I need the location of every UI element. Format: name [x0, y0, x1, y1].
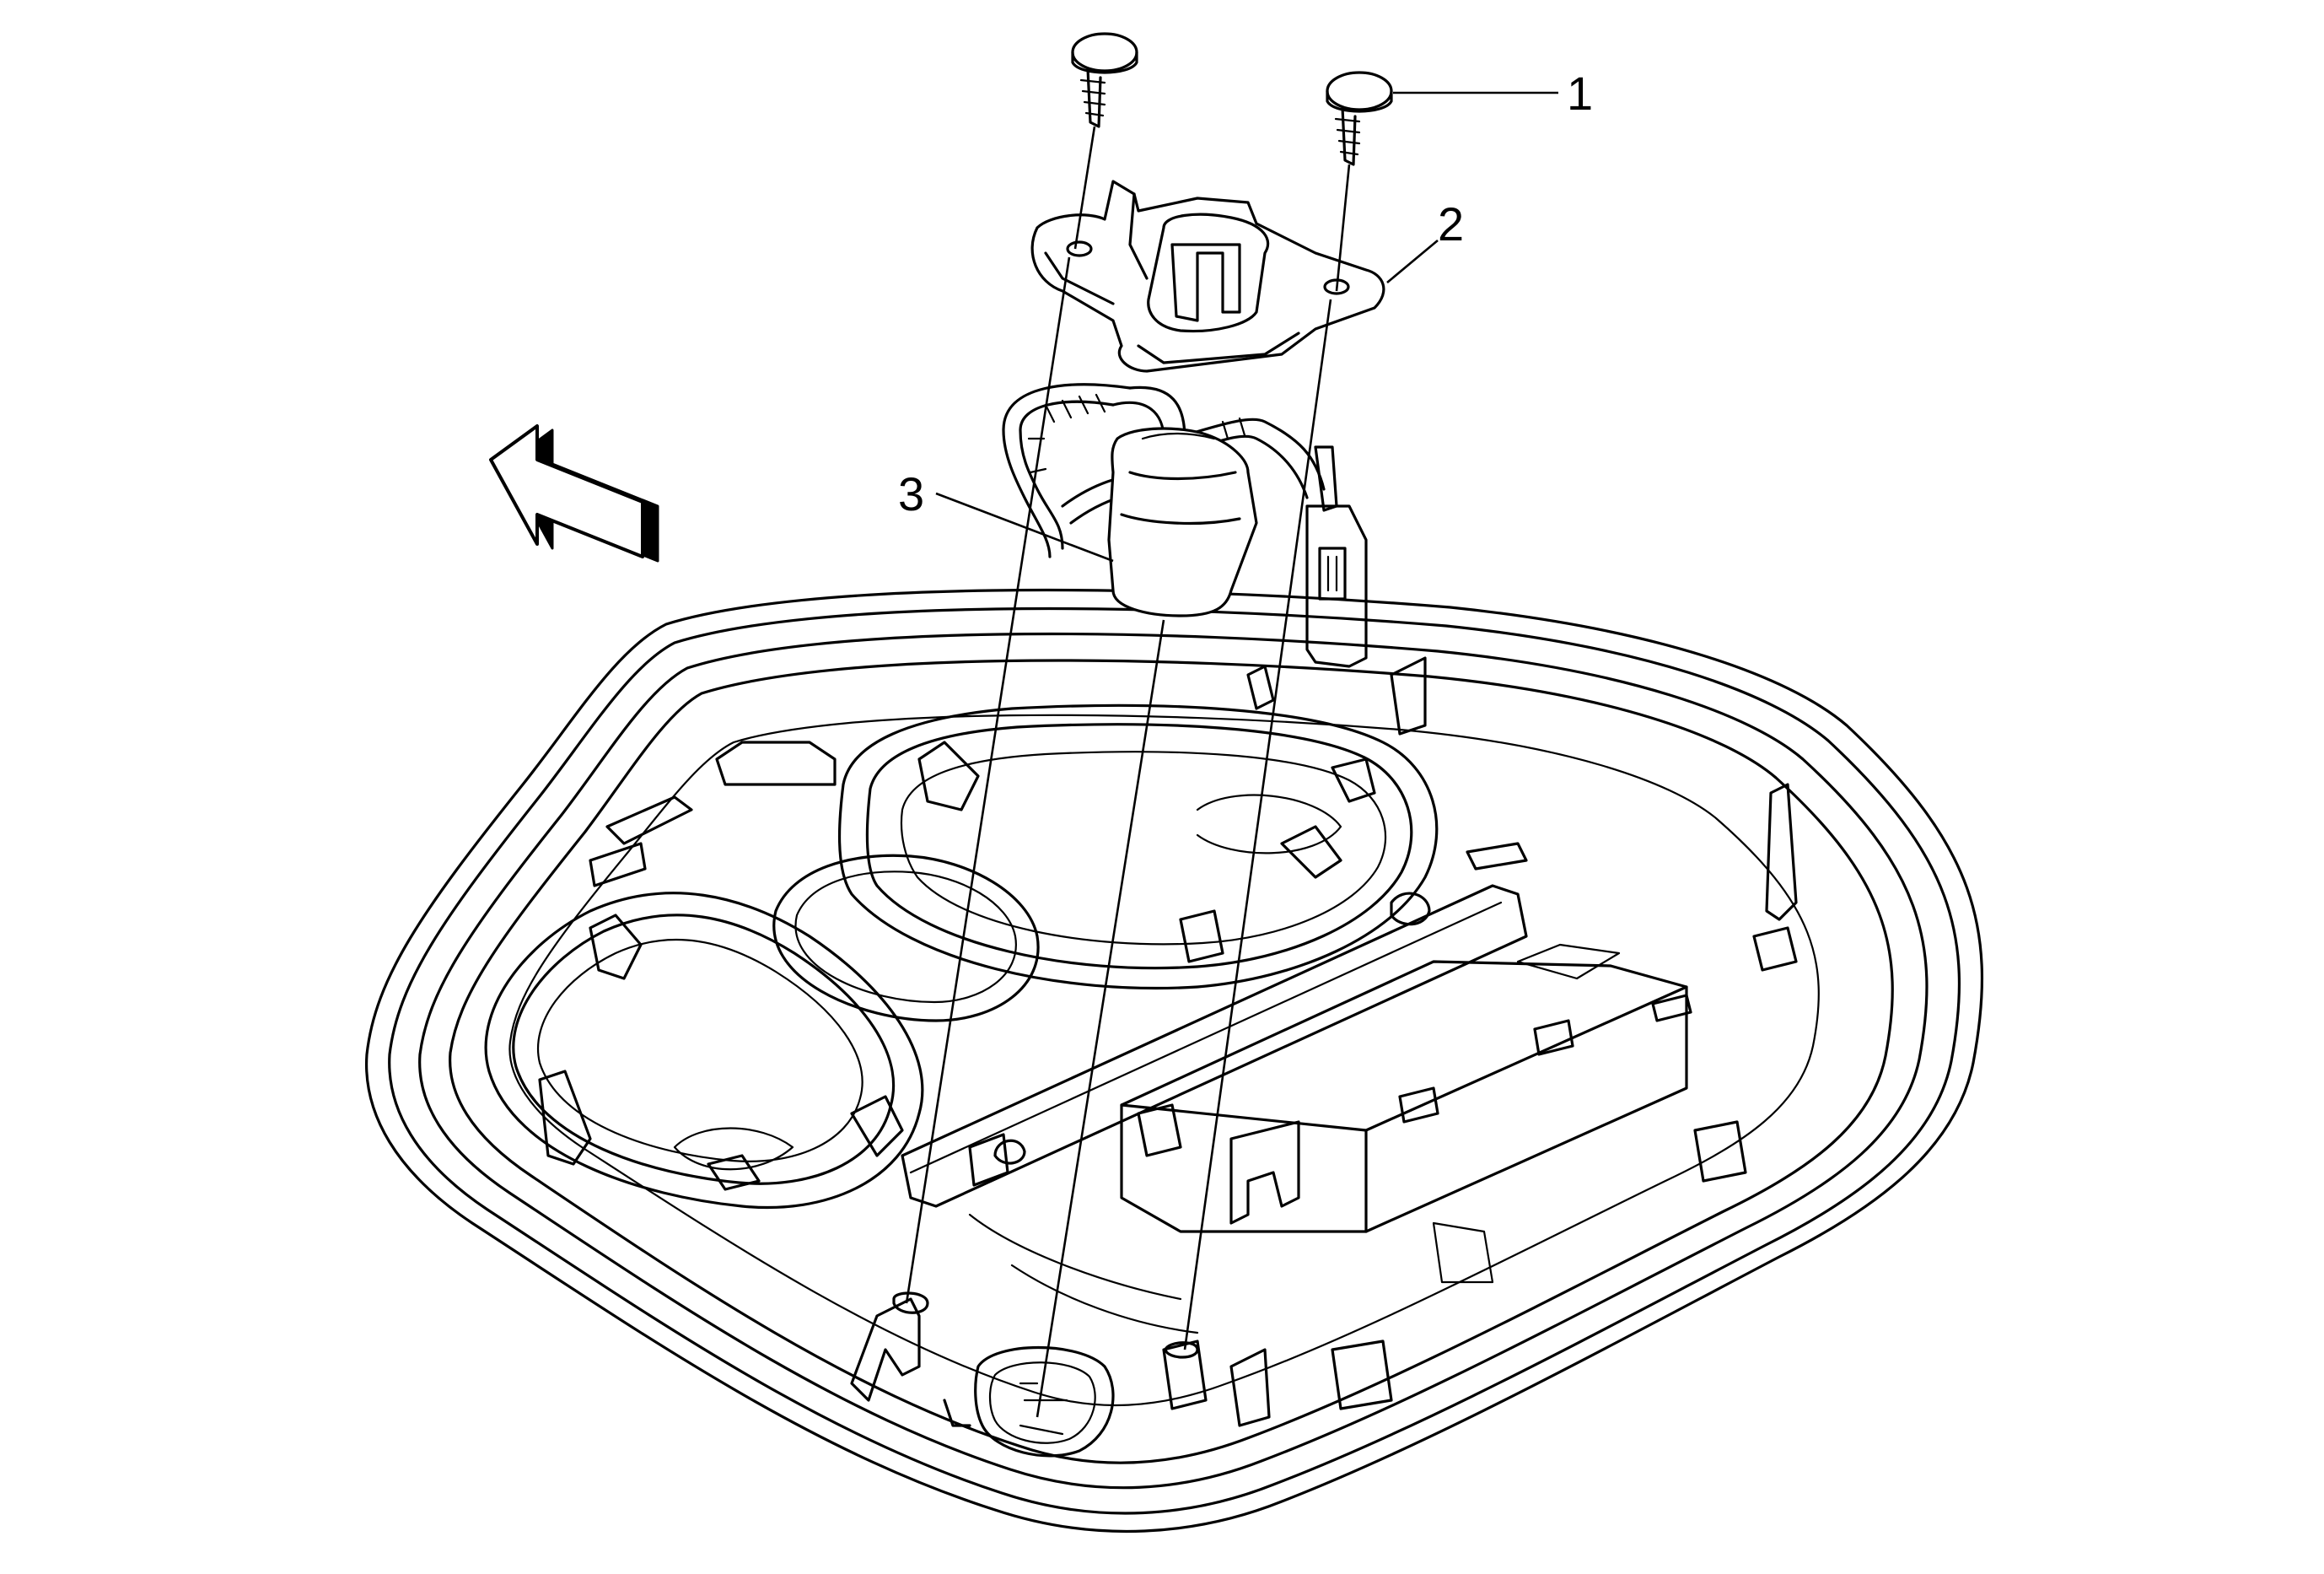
callout-3-label: 3 — [898, 467, 924, 520]
callout-2-label: 2 — [1438, 197, 1464, 251]
callout-3-leader — [935, 492, 1114, 563]
screw-right — [1326, 71, 1393, 166]
callout-1-label: 1 — [1567, 67, 1593, 120]
screw-left — [1071, 32, 1138, 128]
microphone-bracket — [1030, 180, 1385, 373]
console-housing — [364, 588, 1984, 1534]
forward-direction-arrow-icon — [489, 424, 659, 563]
alignment-lines — [905, 126, 1351, 1418]
microphone-assembly — [1002, 383, 1368, 668]
callout-2-leader — [1386, 240, 1439, 283]
